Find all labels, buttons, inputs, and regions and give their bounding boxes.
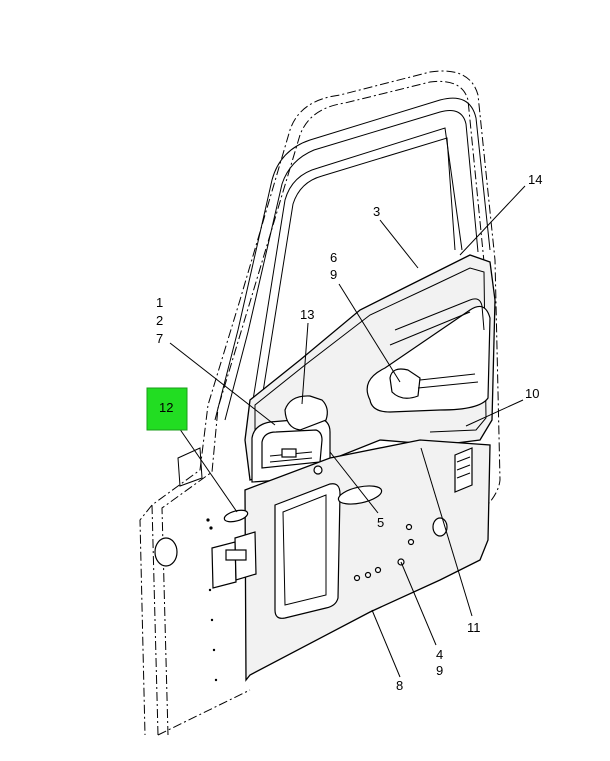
window-frame <box>214 97 491 421</box>
arm-rest <box>366 298 491 413</box>
callout-2[interactable]: 2 <box>156 313 163 328</box>
callout-11[interactable]: 11 <box>467 620 481 635</box>
callout-3[interactable]: 3 <box>373 204 380 219</box>
callout-13[interactable]: 13 <box>300 307 314 322</box>
callout-9-lower[interactable]: 9 <box>436 663 443 678</box>
callout-10[interactable]: 10 <box>525 386 539 401</box>
callout-14[interactable]: 14 <box>528 172 542 187</box>
callout-8[interactable]: 8 <box>396 678 403 693</box>
lower-inner-panel <box>244 439 491 682</box>
callout-4[interactable]: 4 <box>436 647 443 662</box>
door-shell-outline <box>139 70 501 736</box>
callout-9-upper[interactable]: 9 <box>330 267 337 282</box>
callout-12-highlight <box>146 387 188 431</box>
inside-door-handle <box>251 395 331 483</box>
callout-5[interactable]: 5 <box>377 515 384 530</box>
callout-6[interactable]: 6 <box>330 250 337 265</box>
callout-12[interactable]: 12 <box>159 400 173 415</box>
leader-lines <box>169 185 526 678</box>
hinge-area <box>154 447 257 682</box>
callout-7[interactable]: 7 <box>156 331 163 346</box>
callout-labels: 1 2 7 12 13 6 9 3 14 10 5 11 4 9 8 <box>156 172 542 693</box>
callout-1[interactable]: 1 <box>156 295 163 310</box>
